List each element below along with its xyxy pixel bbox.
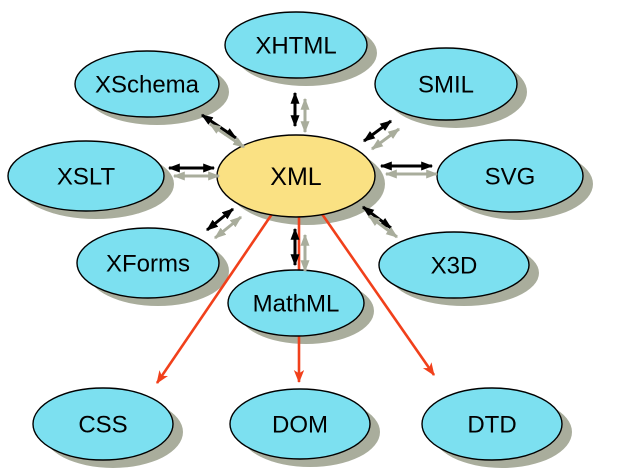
node-mathml-shape (227, 269, 365, 337)
gray-double-arrow (368, 214, 398, 239)
node-xml: XML (216, 134, 376, 218)
double-arrow-xml-xhtml (290, 91, 310, 134)
node-smil-shape (374, 47, 518, 121)
node-css-shape (32, 387, 174, 461)
gray-double-arrow (214, 215, 242, 240)
node-x3d-label: X3D (431, 253, 478, 280)
double-arrow-xml-xslt (167, 163, 221, 181)
node-x3d-shape (378, 231, 530, 299)
double-arrow-xml-x3d (362, 205, 398, 239)
node-xforms: XForms (76, 227, 220, 299)
double-arrow-xml-mathml (290, 227, 310, 273)
double-arrow-xml-smil (363, 119, 400, 151)
node-dtd: DTD (421, 387, 563, 461)
node-xschema-label: XSchema (95, 72, 200, 99)
gray-double-arrow (209, 122, 245, 149)
red-arrow-xml-to-css (155, 213, 274, 384)
black-double-arrow (201, 113, 237, 140)
node-xhtml-shape (224, 11, 368, 79)
node-svg: SVG (436, 139, 584, 213)
node-xforms-shape (76, 227, 220, 299)
node-xslt-shape (7, 140, 165, 212)
node-xhtml: XHTML (224, 11, 368, 79)
node-mathml-label: MathML (253, 291, 340, 318)
node-dtd-shape (421, 387, 563, 461)
node-xschema: XSchema (74, 50, 220, 118)
node-dom-label: DOM (272, 412, 328, 439)
node-xschema-shape (74, 50, 220, 118)
node-xhtml-label: XHTML (255, 33, 336, 60)
node-dom-shape (229, 388, 371, 460)
node-smil: SMIL (374, 47, 518, 121)
node-mathml: MathML (227, 269, 365, 337)
node-css: CSS (32, 387, 174, 461)
gray-double-arrow (371, 127, 400, 151)
node-dom: DOM (229, 388, 371, 460)
red-arrow-xml-to-dtd (320, 213, 436, 376)
double-arrows (167, 91, 439, 273)
node-xml-label: XML (270, 163, 322, 191)
double-arrow-xml-svg (379, 161, 439, 179)
black-double-arrow (362, 205, 392, 230)
node-svg-label: SVG (485, 164, 536, 191)
node-x3d: X3D (378, 231, 530, 299)
node-dtd-label: DTD (467, 412, 516, 439)
node-smil-label: SMIL (418, 72, 474, 99)
nodes: XHTML XSchema SMIL XSLT SVG XML XForms (7, 11, 584, 461)
double-arrow-xml-xschema (201, 113, 245, 149)
node-xslt: XSLT (7, 140, 165, 212)
double-arrow-xml-xforms (206, 207, 242, 240)
node-xforms-label: XForms (106, 251, 190, 278)
node-xslt-label: XSLT (57, 164, 116, 191)
node-css-label: CSS (78, 412, 127, 439)
